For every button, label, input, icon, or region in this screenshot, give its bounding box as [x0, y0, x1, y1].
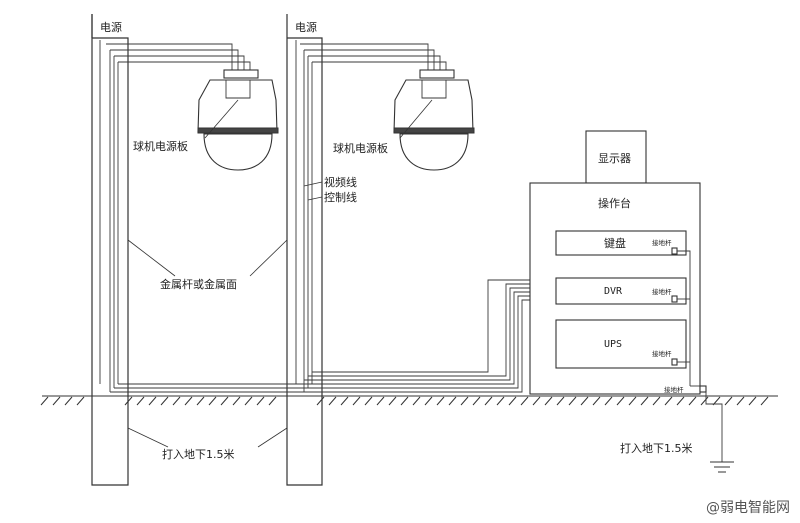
right-power-label: 电源 — [295, 20, 317, 34]
right-pole — [286, 14, 323, 486]
ups-box — [555, 319, 687, 369]
cable-bundle — [110, 279, 556, 393]
monitor-label: 显示器 — [598, 152, 631, 165]
grounding-rod — [705, 392, 734, 473]
dvr-label: DVR — [604, 286, 623, 297]
ground-terminal — [671, 247, 678, 255]
right-bury-depth-label: 打入地下1.5米 — [620, 441, 693, 455]
left-camera-board-label: 球机电源板 — [133, 139, 188, 153]
ground-surface — [40, 395, 778, 406]
watermark: @弱电智能网 — [706, 500, 790, 516]
console-label: 操作台 — [598, 196, 631, 210]
keyboard-box — [555, 230, 687, 256]
monitor-box — [585, 130, 647, 184]
video-line-label: 视频线 — [324, 175, 357, 189]
right-camera-board-label: 球机电源板 — [333, 141, 388, 155]
left-bury-depth-label: 打入地下1.5米 — [162, 447, 235, 461]
control-line-label: 控制线 — [324, 190, 357, 204]
left-pole-wires — [99, 40, 251, 392]
ground-terminal-label: 接地杆 — [652, 349, 672, 358]
ground-terminal — [671, 358, 678, 366]
ground-terminal-label: 接地杆 — [652, 238, 672, 247]
ground-terminal-label: 接地杆 — [652, 287, 672, 296]
dome-camera-right — [393, 69, 475, 171]
ground-terminal — [671, 295, 678, 303]
right-pole-wires — [295, 40, 447, 392]
dvr-box — [555, 277, 687, 305]
dome-camera-left — [197, 69, 279, 171]
ups-label: UPS — [604, 339, 622, 350]
metal-pole-label: 金属杆或金属面 — [160, 277, 237, 291]
keyboard-label: 键盘 — [604, 236, 626, 250]
ground-terminal-label: 接地杆 — [664, 385, 684, 394]
ground-terminal — [699, 385, 707, 393]
left-power-label: 电源 — [100, 20, 122, 34]
left-pole — [91, 14, 129, 486]
